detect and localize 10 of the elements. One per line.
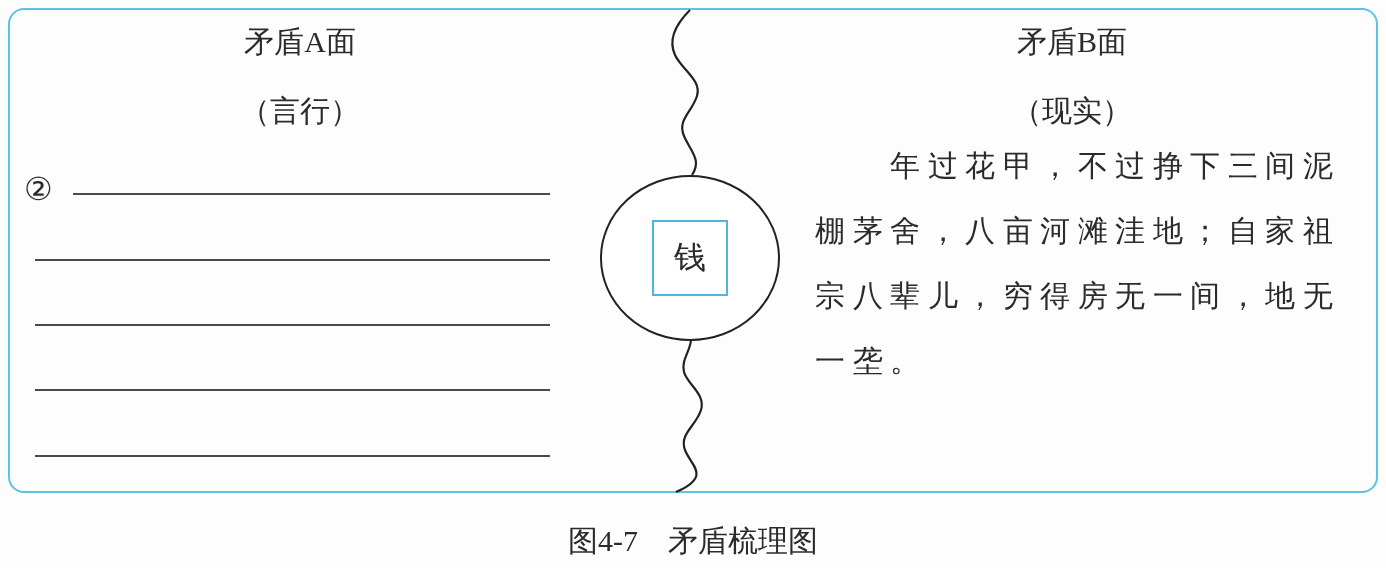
subheading: （言行） [240, 93, 360, 129]
circle-node [600, 175, 780, 341]
paragraph: 年过花甲，不过挣下三间泥棚茅舍，八亩河滩洼地；自家祖宗八辈儿，穷得房无一间，地无一垄。 [815, 148, 1341, 379]
panel-frame [8, 8, 1378, 493]
circled-number: ② [24, 170, 53, 209]
subheading: （现实） [1012, 93, 1132, 129]
heading: 矛盾A面 [244, 24, 356, 60]
figure-caption: 图4-7 矛盾梳理图 [568, 523, 818, 559]
keyword-box: 钱 [652, 220, 728, 296]
heading: 矛盾B面 [1017, 24, 1127, 60]
